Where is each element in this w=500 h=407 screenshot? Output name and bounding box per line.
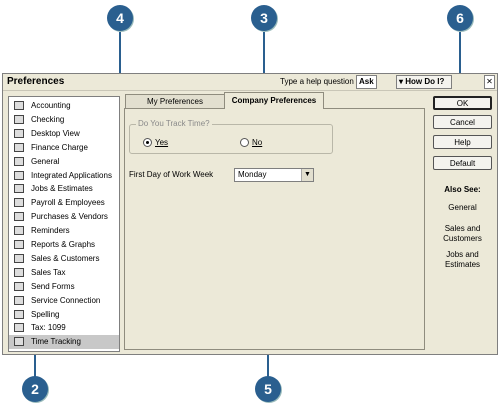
sidebar-item[interactable]: Tax: 1099 bbox=[9, 321, 119, 335]
category-icon bbox=[14, 295, 24, 305]
sidebar-item[interactable]: Spelling bbox=[9, 308, 119, 322]
callout-4: 4 bbox=[107, 5, 133, 31]
sidebar-item-label: Send Forms bbox=[31, 281, 75, 291]
sidebar-item-label: Finance Charge bbox=[31, 142, 88, 152]
sidebar-item[interactable]: Jobs & Estimates bbox=[9, 182, 119, 196]
sidebar-item[interactable]: Purchases & Vendors bbox=[9, 210, 119, 224]
callout-5: 5 bbox=[255, 376, 281, 402]
ok-button[interactable]: OK bbox=[433, 96, 492, 110]
chevron-down-icon[interactable]: ▼ bbox=[301, 169, 313, 181]
sidebar-item-label: Reminders bbox=[31, 226, 70, 236]
sidebar-item[interactable]: Accounting bbox=[9, 99, 119, 113]
first-day-select[interactable]: Monday ▼ bbox=[234, 168, 314, 182]
category-icon bbox=[14, 198, 24, 208]
sidebar-item[interactable]: Desktop View bbox=[9, 127, 119, 141]
sidebar-item[interactable]: Checking bbox=[9, 113, 119, 127]
sidebar-item-label: Desktop View bbox=[31, 128, 80, 138]
sidebar-item-label: Integrated Applications bbox=[31, 170, 112, 180]
yes-label: Yes bbox=[155, 138, 169, 147]
window-title: Preferences bbox=[7, 76, 65, 87]
callout-6: 6 bbox=[447, 5, 473, 31]
sidebar-item[interactable]: Sales & Customers bbox=[9, 252, 119, 266]
also-see-general[interactable]: General bbox=[448, 203, 477, 212]
sidebar-item[interactable]: Payroll & Employees bbox=[9, 196, 119, 210]
category-icon bbox=[14, 240, 24, 249]
category-icon bbox=[14, 309, 24, 319]
sidebar-item-label: Checking bbox=[31, 114, 65, 124]
sidebar-item-label: Purchases & Vendors bbox=[31, 212, 108, 222]
also-see-sales-customers[interactable]: Sales and Customers bbox=[443, 224, 482, 243]
help-prompt: Type a help question bbox=[280, 77, 354, 86]
chevron-down-icon: ▾ bbox=[399, 77, 406, 86]
category-icon bbox=[14, 323, 24, 333]
callout-2-line bbox=[34, 340, 36, 380]
category-icon bbox=[14, 101, 24, 110]
no-radio[interactable] bbox=[240, 138, 249, 147]
category-icon bbox=[14, 267, 24, 277]
category-icon bbox=[14, 142, 24, 152]
close-icon[interactable]: ✕ bbox=[484, 75, 495, 89]
sidebar-item-label: Service Connection bbox=[31, 295, 101, 305]
tab-company-preferences[interactable]: Company Preferences bbox=[224, 92, 324, 109]
sidebar-item[interactable]: Service Connection bbox=[9, 294, 119, 308]
sidebar-item[interactable]: Time Tracking bbox=[9, 335, 119, 349]
sidebar-item[interactable]: Finance Charge bbox=[9, 141, 119, 155]
sidebar-item[interactable]: Reminders bbox=[9, 224, 119, 238]
track-time-legend: Do You Track Time? bbox=[136, 119, 212, 128]
sidebar-item-label: Spelling bbox=[31, 309, 60, 319]
category-icon bbox=[14, 281, 24, 291]
help-button[interactable]: Help bbox=[433, 135, 492, 149]
also-see-heading: Also See: bbox=[444, 185, 481, 194]
yes-radio[interactable] bbox=[143, 138, 152, 147]
sidebar-item[interactable]: Reports & Graphs bbox=[9, 238, 119, 252]
work-week-label: First Day of Work Week bbox=[129, 170, 214, 179]
title-bar: Preferences Type a help question Ask ▾ H… bbox=[3, 74, 497, 91]
category-icon bbox=[14, 253, 24, 263]
no-label: No bbox=[252, 138, 263, 147]
sidebar-item-label: Payroll & Employees bbox=[31, 198, 105, 208]
first-day-value: Monday bbox=[238, 170, 267, 179]
category-icon bbox=[14, 156, 24, 166]
category-icon bbox=[14, 170, 24, 180]
callout-2: 2 bbox=[22, 376, 48, 402]
sidebar-item-label: Sales Tax bbox=[31, 267, 66, 277]
category-icon bbox=[14, 226, 24, 236]
sidebar-item-label: General bbox=[31, 156, 60, 166]
category-icon bbox=[14, 128, 24, 138]
sidebar-item[interactable]: Integrated Applications bbox=[9, 169, 119, 183]
sidebar-item-label: Jobs & Estimates bbox=[31, 184, 93, 194]
track-time-group bbox=[129, 124, 333, 154]
sidebar-item[interactable]: Sales Tax bbox=[9, 266, 119, 280]
default-button[interactable]: Default bbox=[433, 156, 492, 170]
category-icon bbox=[14, 212, 24, 222]
tab-my-preferences[interactable]: My Preferences bbox=[125, 94, 225, 108]
sidebar-item-label: Reports & Graphs bbox=[31, 240, 96, 249]
ask-button[interactable]: Ask bbox=[356, 75, 377, 89]
sidebar-item-label: Sales & Customers bbox=[31, 253, 100, 263]
callout-3-line bbox=[263, 32, 265, 94]
callout-3: 3 bbox=[251, 5, 277, 31]
also-see-jobs-estimates[interactable]: Jobs and Estimates bbox=[444, 250, 481, 269]
sidebar-item[interactable]: General bbox=[9, 155, 119, 169]
sidebar-item-label: Tax: 1099 bbox=[31, 323, 66, 333]
sidebar-item[interactable]: Send Forms bbox=[9, 280, 119, 294]
sidebar-item-label: Accounting bbox=[31, 101, 71, 110]
sidebar-item-label: Time Tracking bbox=[31, 337, 81, 347]
category-icon bbox=[14, 337, 24, 347]
cancel-button[interactable]: Cancel bbox=[433, 115, 492, 129]
how-do-i-button[interactable]: ▾ How Do I? bbox=[396, 75, 452, 89]
preferences-window: Preferences Type a help question Ask ▾ H… bbox=[2, 73, 498, 355]
callout-6-line bbox=[459, 32, 461, 96]
category-icon bbox=[14, 114, 24, 124]
category-icon bbox=[14, 184, 24, 194]
